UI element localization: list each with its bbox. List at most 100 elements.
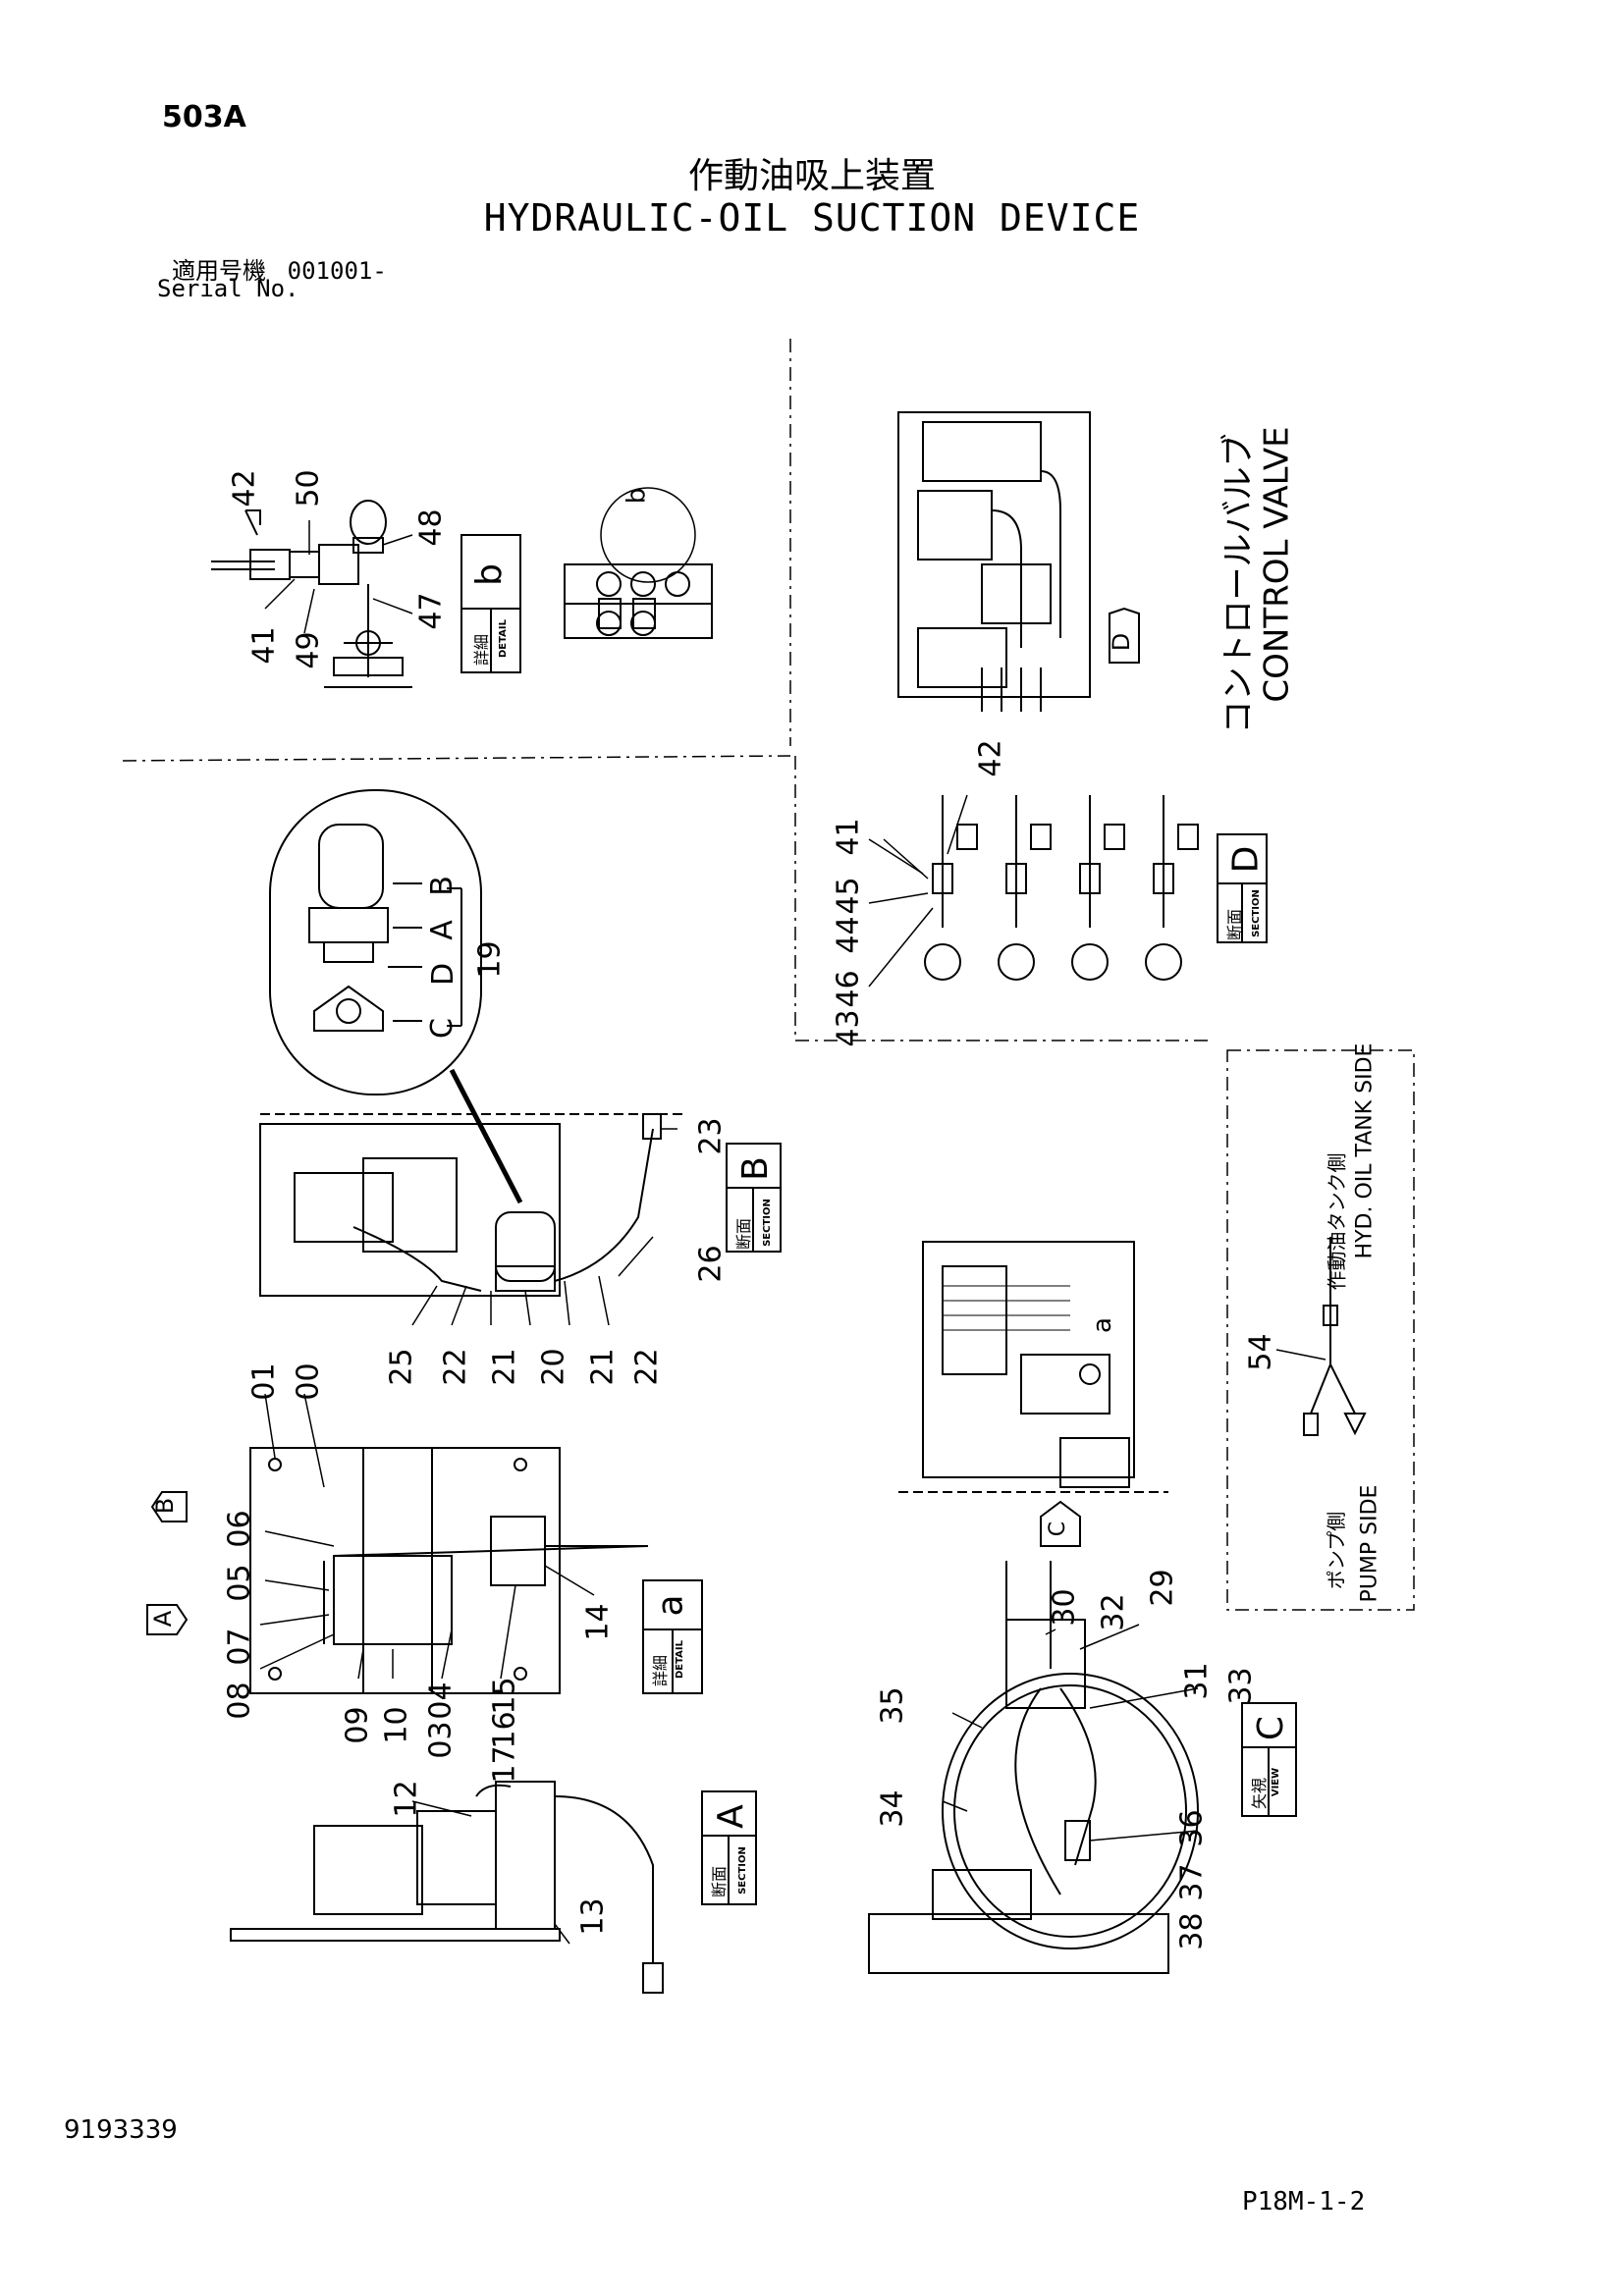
callout-17: 17	[487, 1745, 522, 1784]
callout-05: 05	[222, 1564, 257, 1602]
arrow-b	[150, 1491, 188, 1522]
arrow-d-letter: D	[1108, 632, 1136, 652]
section-b-jp: 断面	[734, 1217, 754, 1251]
filter-detail-oval	[269, 789, 523, 1204]
callout-50: 50	[291, 469, 326, 507]
section-d-jp: 断面	[1225, 908, 1245, 941]
page-code: 503A	[162, 100, 246, 134]
callout-00: 00	[291, 1362, 326, 1401]
callout-44: 44	[831, 916, 866, 954]
callout-42-cv: 42	[973, 739, 1008, 777]
page-reference: P18M-1-2	[1242, 2187, 1366, 2216]
callout-10: 10	[379, 1706, 414, 1744]
callout-45: 45	[831, 877, 866, 915]
callout-07: 07	[222, 1628, 257, 1666]
callout-30: 30	[1047, 1588, 1082, 1627]
section-d-drawing	[924, 795, 1199, 981]
detail-b-en: DETAIL	[498, 618, 510, 659]
callout-21a: 21	[487, 1348, 522, 1386]
section-b-label	[726, 1143, 782, 1253]
section-d-letter: D	[1225, 845, 1267, 874]
callout-29: 29	[1145, 1569, 1180, 1607]
callout-03: 03	[423, 1721, 459, 1759]
callout-filter-d: D	[426, 962, 461, 987]
arrow-a-letter: A	[149, 1610, 178, 1628]
callout-filter-a: A	[424, 920, 460, 940]
callout-23: 23	[693, 1117, 729, 1155]
serial-label-jp-text: 適用号機	[172, 257, 266, 285]
section-b-en: SECTION	[761, 1199, 773, 1247]
arrow-a	[146, 1604, 189, 1635]
callout-34: 34	[875, 1789, 910, 1828]
view-c-en: VIEW	[1271, 1767, 1282, 1797]
detail-a-letter: a	[650, 1594, 691, 1617]
callout-01: 01	[246, 1362, 282, 1401]
callout-42: 42	[227, 469, 262, 507]
callout-06: 06	[222, 1510, 257, 1548]
control-valve-en: CONTROL VALVE	[1257, 426, 1297, 703]
pump-side-en: PUMP SIDE	[1357, 1484, 1382, 1603]
section-a-jp: 断面	[710, 1865, 730, 1898]
callout-37: 37	[1174, 1863, 1210, 1901]
callout-04: 04	[423, 1682, 459, 1720]
section-d-en: SECTION	[1250, 889, 1262, 937]
callout-22b: 22	[629, 1348, 665, 1386]
callout-33: 33	[1223, 1667, 1259, 1705]
callout-14: 14	[580, 1603, 616, 1641]
section-b-letter: B	[734, 1156, 776, 1181]
detail-b-letter: b	[468, 563, 510, 586]
detail-b-label	[460, 534, 521, 673]
callout-12: 12	[389, 1780, 424, 1818]
arrow-d	[1109, 607, 1140, 664]
callout-15: 15	[487, 1677, 522, 1715]
callout-09: 09	[340, 1706, 375, 1744]
title-english: HYDRAULIC-OIL SUCTION DEVICE	[483, 196, 1141, 240]
callout-22a: 22	[438, 1348, 473, 1386]
callout-filter-b: B	[424, 876, 460, 896]
callout-47: 47	[413, 592, 449, 630]
callout-21b: 21	[585, 1348, 621, 1386]
callout-43: 43	[831, 1009, 866, 1047]
callout-26: 26	[693, 1245, 729, 1283]
detail-a-jp: 詳細	[651, 1654, 671, 1687]
wiring-harness	[1275, 1237, 1367, 1436]
arrow-c-letter: C	[1046, 1521, 1071, 1537]
pump-side-jp: ポンプ側	[1325, 1511, 1349, 1590]
callout-35: 35	[875, 1686, 910, 1725]
small-a-marker: a	[1087, 1317, 1117, 1333]
section-b-drawing	[259, 1113, 687, 1297]
document-number: 9193339	[64, 2115, 178, 2145]
detail-a-en: DETAIL	[675, 1639, 686, 1680]
machine-side-view	[898, 1241, 1168, 1493]
callout-46: 46	[831, 970, 866, 1008]
callout-41-cv: 41	[831, 818, 866, 856]
section-a-drawing	[230, 1781, 664, 1994]
view-c-label	[1241, 1702, 1297, 1817]
serial-value: 001001-	[287, 257, 387, 285]
small-b-marker: b	[622, 487, 652, 505]
callout-25: 25	[384, 1348, 419, 1386]
callout-31: 31	[1179, 1662, 1215, 1700]
callout-41: 41	[246, 626, 282, 665]
view-c-letter: C	[1251, 1715, 1292, 1741]
section-d-label	[1217, 833, 1268, 943]
callout-08: 08	[222, 1682, 257, 1720]
callout-32: 32	[1096, 1593, 1131, 1631]
detail-a-drawing	[249, 1447, 649, 1694]
callout-20: 20	[536, 1348, 571, 1386]
serial-label-jp: 適用号機 001001-	[172, 251, 387, 286]
separator-lines	[122, 339, 1415, 1611]
callout-13: 13	[575, 1897, 611, 1936]
section-a-label	[701, 1790, 757, 1905]
callout-filter-c: C	[424, 1018, 460, 1039]
control-valve-drawing	[897, 411, 1091, 712]
detail-b-drawing	[211, 500, 412, 688]
section-a-en: SECTION	[736, 1846, 748, 1895]
callout-36: 36	[1174, 1809, 1210, 1847]
detail-b-unit-drawing	[564, 487, 713, 639]
serial-label-en: Serial No.	[157, 275, 299, 302]
callout-48: 48	[413, 508, 449, 547]
view-c-jp: 矢視	[1250, 1777, 1270, 1810]
arrow-b-letter: B	[151, 1497, 180, 1515]
